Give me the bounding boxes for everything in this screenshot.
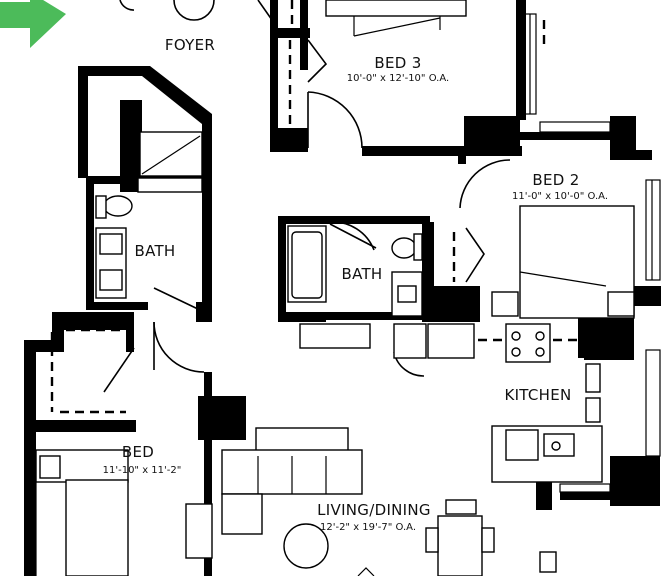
furniture [35, 0, 635, 576]
room-dimensions-bed: 11'-10" x 11'-2" [103, 465, 182, 476]
room-label-bed3: BED 3 [374, 54, 421, 72]
room-label-bed: BED [122, 443, 154, 461]
room-label-foyer: FOYER [165, 36, 215, 54]
room-dimensions-bed2: 11'-0" x 10'-0" O.A. [512, 191, 608, 202]
room-dimensions-living-dining: 12'-2" x 19'-7" O.A. [320, 522, 416, 533]
room-label-bed2: BED 2 [532, 171, 579, 189]
room-labels: FOYER BED 3 10'-0" x 12'-10" O.A. BED 2 … [103, 36, 608, 533]
closets [50, 0, 580, 414]
room-label-bath-center: BATH [341, 265, 382, 283]
room-label-living-dining: LIVING/DINING [317, 501, 431, 519]
windows [523, 13, 661, 493]
walls [24, 0, 661, 576]
room-dimensions-bed3: 10'-0" x 12'-10" O.A. [347, 73, 449, 84]
room-label-bath-left: BATH [134, 242, 175, 260]
green-arrow-icon [0, 0, 66, 48]
doors [103, 0, 511, 393]
room-label-kitchen: KITCHEN [504, 386, 571, 404]
